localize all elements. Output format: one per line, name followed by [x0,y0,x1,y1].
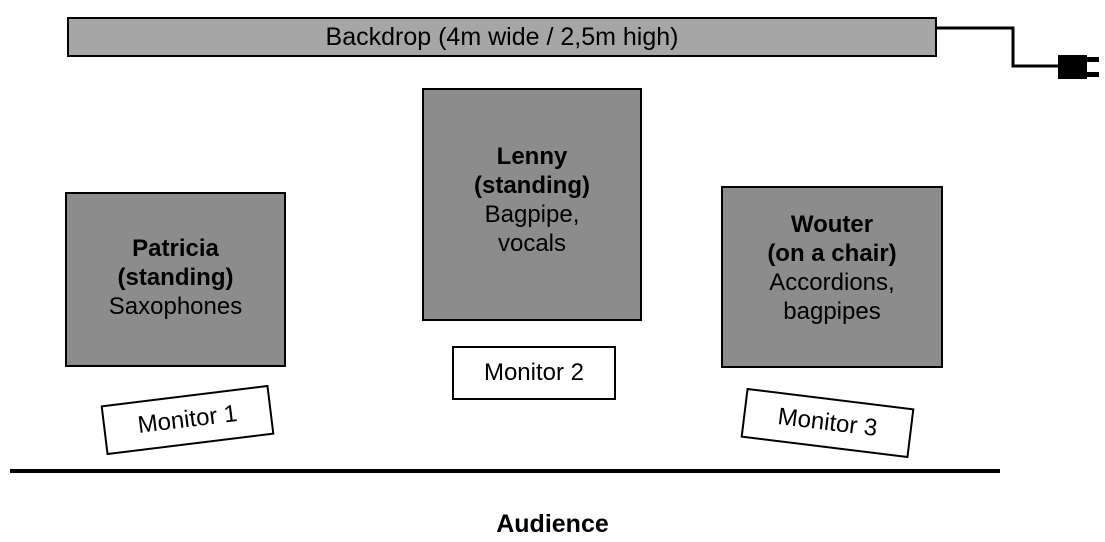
monitor-label: Monitor 2 [483,359,585,386]
monitor-1: Monitor 1 [100,384,275,456]
backdrop-label: Backdrop (4m wide / 2,5m high) [325,22,679,51]
musician-patricia: Patricia (standing) Saxophones [65,192,286,367]
musician-pose: (on a chair) [767,240,897,267]
musician-name: Wouter [790,211,874,238]
musician-pose: (standing) [474,172,590,199]
musician-instruments: Accordions, bagpipes [769,269,895,325]
musician-lenny: Lenny (standing) Bagpipe, vocals [422,88,642,321]
monitor-3: Monitor 3 [740,387,915,459]
power-cable [937,26,1099,79]
power-plug-icon [1058,55,1099,79]
monitor-2: Monitor 2 [452,346,616,400]
musician-name: Patricia [132,235,219,262]
musician-name: Lenny [496,143,568,170]
monitor-label: Monitor 3 [776,403,879,442]
stage-front-edge [10,469,1000,473]
musician-instruments: Saxophones [108,293,243,320]
backdrop: Backdrop (4m wide / 2,5m high) [67,17,937,57]
monitor-label: Monitor 1 [136,400,239,440]
musician-pose: (standing) [117,264,234,291]
musician-wouter: Wouter (on a chair) Accordions, bagpipes [721,186,943,368]
musician-instruments: Bagpipe, vocals [484,201,580,257]
audience-label: Audience [496,510,609,538]
